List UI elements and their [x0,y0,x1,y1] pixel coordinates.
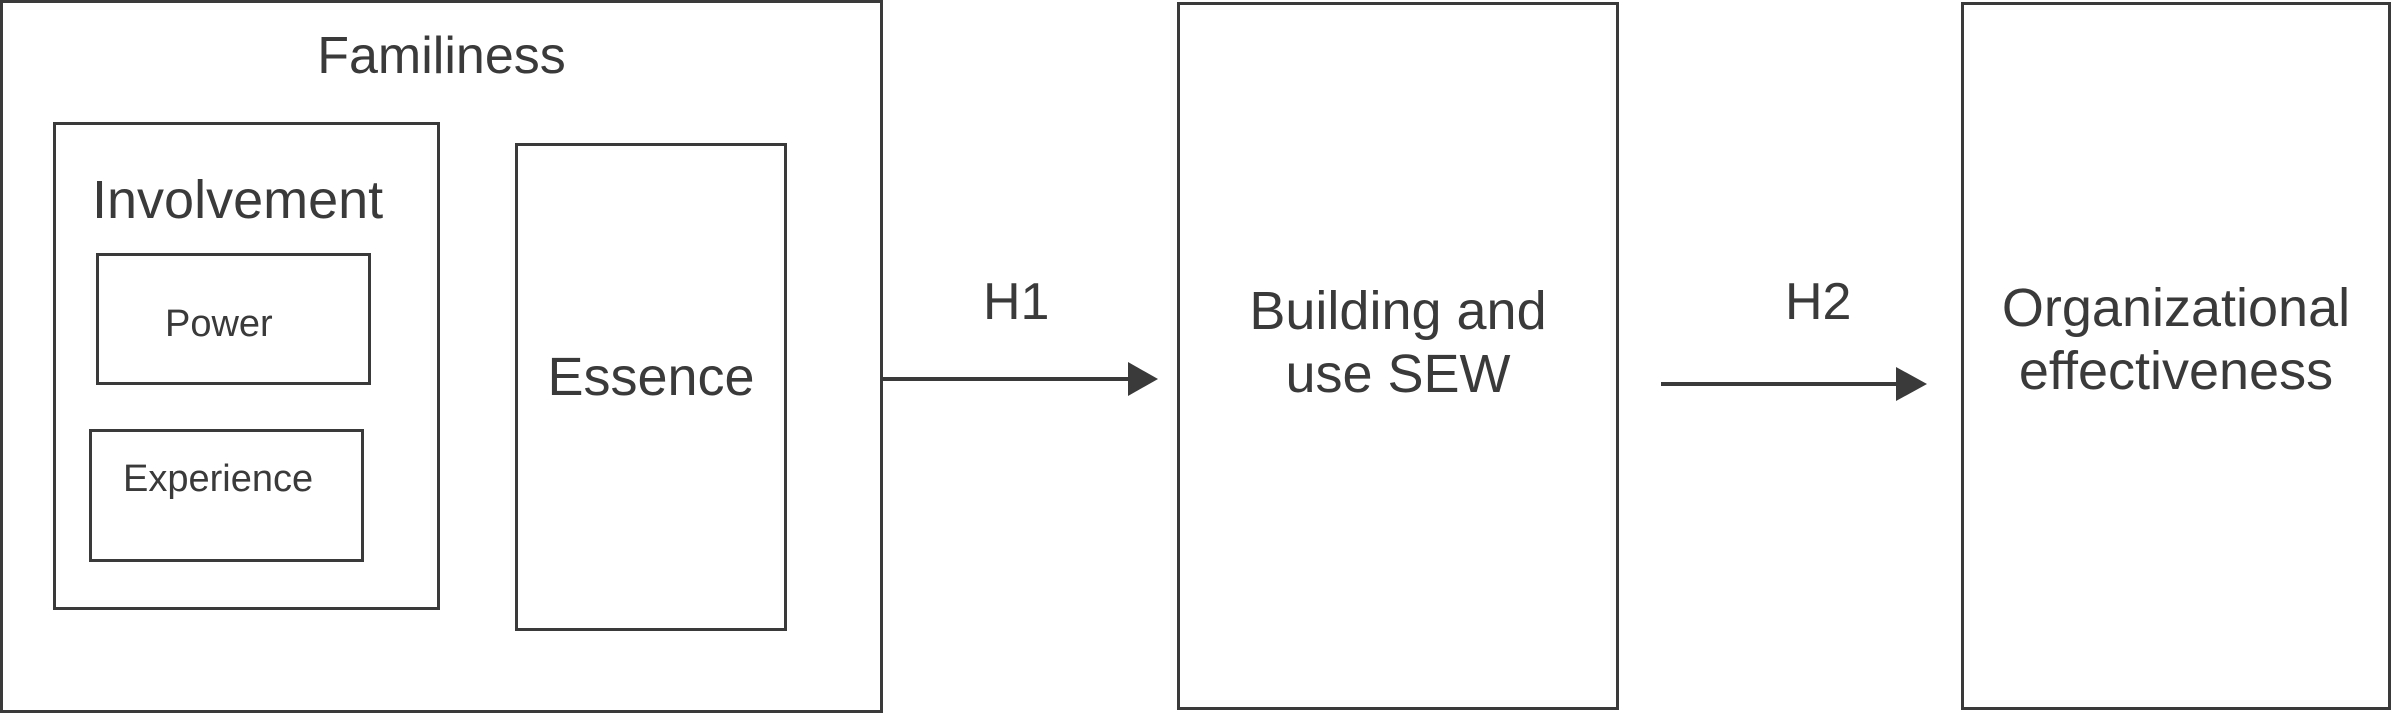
organizational-effectiveness-box: Organizational effectiveness [1961,2,2391,710]
org-effectiveness-line2: effectiveness [2018,341,2334,401]
h2-label: H2 [1785,273,1852,331]
building-sew-line1: Building and [1249,281,1547,341]
experience-label: Experience [123,458,314,500]
involvement-box: Involvement [53,122,440,610]
involvement-title: Involvement [92,170,384,230]
h2-arrow [1661,367,1927,401]
power-box: Power [96,253,371,385]
org-effectiveness-line1: Organizational [2001,278,2351,338]
power-label: Power [165,303,273,345]
h1-arrow [883,362,1158,396]
familiness-title: Familiness [317,27,566,85]
h1-label: H1 [983,273,1050,331]
familiness-box: Familiness [0,0,883,713]
essence-box: Essence [515,143,787,631]
building-sew-box: Building and use SEW [1177,2,1619,710]
essence-label: Essence [547,347,755,407]
experience-box: Experience [89,429,364,562]
building-sew-line2: use SEW [1285,344,1511,404]
